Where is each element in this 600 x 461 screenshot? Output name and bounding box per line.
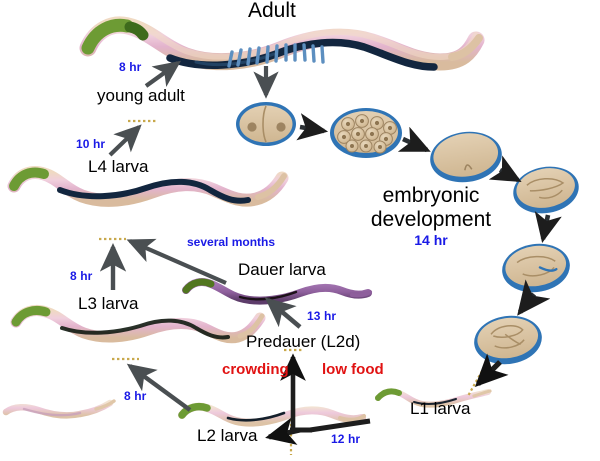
arrow-young-adult-to-adult	[144, 60, 182, 88]
stage-label-predauer: Predauer (L2d)	[246, 332, 361, 351]
arrow-comma-to-fold	[534, 210, 562, 244]
arrow-dauer-to-l4	[126, 238, 227, 285]
duration-label-12hr-l1-to-l2: 12 hr	[331, 432, 361, 446]
l2-worm	[178, 402, 366, 427]
arrow-morula-to-bean	[397, 126, 431, 153]
embryo-pretzel	[474, 315, 542, 365]
l4-worm	[7, 166, 289, 207]
arrow-twocell-to-morula	[296, 113, 329, 141]
duration-label-8hr-l2-to-l3: 8 hr	[124, 389, 147, 403]
stage-label-adult: Adult	[248, 0, 296, 22]
stage-label-dauer-larva: Dauer larva	[238, 260, 326, 279]
arrow-l4-to-young-adult	[108, 124, 142, 157]
embryo-fold	[502, 243, 570, 293]
duration-label-8hr-young-adult-to-adult: 8 hr	[119, 60, 142, 74]
arrow-fold-to-pretzel	[517, 279, 551, 316]
stage-label-l4-larva: L4 larva	[88, 157, 149, 176]
l3-worm	[10, 304, 266, 344]
embryonic-development-line1: embryonic	[382, 184, 480, 207]
arrow-l1-to-l2-head	[265, 417, 301, 445]
arrow-predauer-to-dauer	[264, 297, 302, 329]
embryo-comma	[513, 166, 579, 214]
embryonic-development-line2: development	[370, 208, 492, 231]
dauer-worm	[182, 278, 372, 305]
embryonic-development-block: embryonic development 14 hr	[366, 184, 496, 248]
arrow-hatch-to-l1	[474, 353, 509, 388]
embryonic-development-duration: 14 hr	[414, 232, 448, 248]
embryo-bean	[430, 131, 502, 183]
l1-worm	[375, 388, 492, 408]
duration-label-several-months: several months	[187, 235, 276, 249]
duration-label-8hr-l3-to-l4: 8 hr	[70, 269, 93, 283]
stage-label-young-adult: young adult	[97, 86, 185, 105]
duration-label-10hr-l4-to-young-adult: 10 hr	[76, 137, 106, 151]
predauer-worm	[2, 399, 116, 419]
condition-label-crowding: crowding	[222, 361, 289, 378]
arrow-l2-to-l3	[126, 363, 192, 412]
arrow-l1-to-l2-seg1	[309, 418, 371, 433]
arrows	[99, 60, 562, 445]
condition-label-low-food: low food	[322, 361, 384, 378]
stage-label-l3-larva: L3 larva	[78, 294, 139, 313]
stage-label-l1-larva: L1 larva	[410, 399, 471, 418]
adult-worm	[79, 16, 485, 71]
duration-label-13hr-predauer-to-dauer: 13 hr	[307, 309, 337, 323]
embryo-two-cell	[236, 102, 296, 146]
stage-label-l2-larva: L2 larva	[197, 426, 258, 445]
embryo-morula	[330, 108, 402, 158]
arrow-bean-to-comma	[488, 155, 522, 183]
